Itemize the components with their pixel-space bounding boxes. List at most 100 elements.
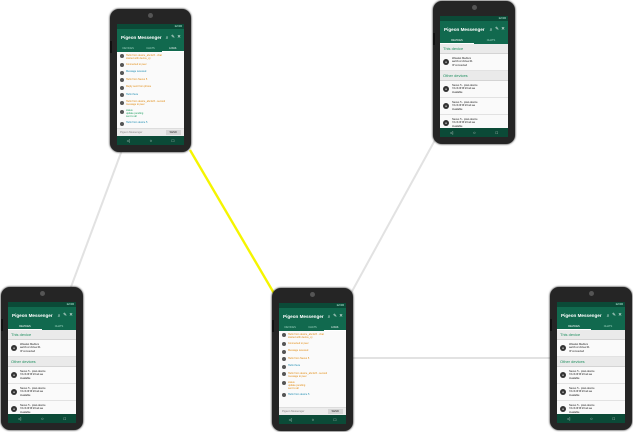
close-icon[interactable]: ✕ <box>339 313 343 318</box>
back-icon[interactable]: ◁ <box>17 416 22 421</box>
chat-item[interactable]: Hello from device_abc123 - chat started … <box>279 331 346 340</box>
chat-item[interactable]: Message received <box>279 348 346 356</box>
edit-icon[interactable]: ✎ <box>171 34 175 39</box>
status-bar: 12:00 <box>279 303 346 308</box>
edit-icon[interactable]: ✎ <box>612 312 616 317</box>
tab-logs[interactable]: LOGS <box>323 324 346 331</box>
bluetooth-search-icon[interactable]: ⌕ <box>606 312 610 318</box>
device-icon: ● <box>443 59 449 65</box>
recents-icon[interactable]: □ <box>333 417 337 422</box>
back-icon[interactable]: ◁ <box>126 138 131 143</box>
chat-text: Hello from device 5 <box>126 121 148 124</box>
device-row-self[interactable]: ●Wavelet Medium aa:bb:cc:dd:ee:01 IP con… <box>440 54 508 71</box>
close-icon[interactable]: ✕ <box>618 312 622 317</box>
chat-item[interactable]: Hello from Nexus 5 <box>279 355 346 363</box>
close-icon[interactable]: ✕ <box>501 26 505 31</box>
recents-icon[interactable]: □ <box>171 138 175 143</box>
chat-item[interactable]: Hello from device 5 <box>117 120 184 128</box>
edit-icon[interactable]: ✎ <box>495 26 499 31</box>
chat-item[interactable]: status update pending sent to all <box>117 108 184 120</box>
status-bar: 12:00 <box>440 16 508 21</box>
chat-text: Hello from device_abc123 - second messag… <box>288 371 328 378</box>
chat-item[interactable]: Hello there <box>117 91 184 99</box>
bluetooth-search-icon[interactable]: ⌕ <box>489 26 493 32</box>
device-row[interactable]: ●Nexus 5 - pixel-device 7d:cb:0f:9f:23:a… <box>440 81 508 98</box>
device-row[interactable]: ●Nexus 5 - pixel-device 7d:cb:0f:9f:23:a… <box>557 367 625 384</box>
device-text: Nexus 5 - pixel-device 7d:cb:0f:9f:23:a1… <box>569 387 595 397</box>
message-input[interactable]: Pigeon Messenger <box>120 131 143 134</box>
tab-chats[interactable]: CHATS <box>54 325 64 328</box>
chat-item[interactable]: Hello from device 5 <box>279 391 346 399</box>
bluetooth-search-icon[interactable]: ⌕ <box>327 313 331 319</box>
chat-item[interactable]: Hello from device_abc123 - second messag… <box>279 370 346 379</box>
back-icon[interactable]: ◁ <box>566 416 571 421</box>
back-icon[interactable]: ◁ <box>449 130 454 135</box>
device-row[interactable]: ●Nexus 5 - pixel-device 7d:cb:0f:9f:23:a… <box>8 367 76 384</box>
avatar-icon <box>282 333 286 337</box>
home-icon[interactable]: ○ <box>41 416 44 421</box>
phone-devices-top-right: 12:00 Pigeon Messenger ⌕ ✎ ✕ DEVICES CHA… <box>433 1 515 144</box>
recents-icon[interactable]: □ <box>495 130 499 135</box>
close-icon[interactable]: ✕ <box>69 312 73 317</box>
tab-logs[interactable]: LOGS <box>161 45 184 52</box>
status-time: 12:00 <box>498 16 506 20</box>
edit-icon[interactable]: ✎ <box>63 312 67 317</box>
home-icon[interactable]: ○ <box>590 416 593 421</box>
app-bar: Pigeon Messenger ⌕ ✎ ✕ <box>557 307 625 323</box>
chat-item[interactable]: Hello there <box>279 363 346 371</box>
device-row-self[interactable]: ●Wavelet Medium aa:bb:cc:dd:ee:01 IP con… <box>8 340 76 357</box>
device-row[interactable]: ●Nexus 5 - pixel-device 7d:cb:0f:9f:23:a… <box>557 401 625 414</box>
device-row-self[interactable]: ●Wavelet Medium aa:bb:cc:dd:ee:01 IP con… <box>557 340 625 357</box>
side-button <box>550 319 552 331</box>
send-button[interactable]: SEND <box>327 409 343 414</box>
chat-item[interactable]: Hello from device_abc123 - chat started … <box>117 52 184 61</box>
tab-devices[interactable]: DEVICES <box>122 47 134 50</box>
send-button[interactable]: SEND <box>165 130 181 135</box>
phone-chat-top: 12:00 Pigeon Messenger ⌕ ✎ ✕ DEVICES CHA… <box>110 9 191 152</box>
recents-icon[interactable]: □ <box>612 416 616 421</box>
home-icon[interactable]: ○ <box>311 417 315 422</box>
chat-text: Hello there <box>288 364 301 367</box>
nav-bar: ◁ ○ □ <box>8 414 76 423</box>
chat-text: Hello from device_abc123 - chat started … <box>126 53 162 60</box>
message-input[interactable]: Pigeon Messenger <box>282 410 305 413</box>
chat-item[interactable]: Reply sent from phone <box>117 84 184 92</box>
home-icon[interactable]: ○ <box>473 130 476 135</box>
speaker <box>471 5 477 10</box>
home-icon[interactable]: ○ <box>149 138 153 143</box>
app-title: Pigeon Messenger <box>121 34 162 40</box>
chat-item[interactable]: Connected to peer <box>279 340 346 348</box>
edit-icon[interactable]: ✎ <box>333 313 337 318</box>
bluetooth-search-icon[interactable]: ⌕ <box>165 34 169 40</box>
tab-chats[interactable]: CHATS <box>146 47 155 50</box>
speaker <box>148 13 153 18</box>
tab-chats[interactable]: CHATS <box>603 325 613 328</box>
device-row[interactable]: ●Nexus 5 - pixel-device 7d:cb:0f:9f:23:a… <box>557 384 625 401</box>
recents-icon[interactable]: □ <box>63 416 67 421</box>
chat-item[interactable]: Hello from device_abc123 - second messag… <box>117 99 184 108</box>
chat-item[interactable]: status update pending sent to all <box>279 379 346 391</box>
bluetooth-search-icon[interactable]: ⌕ <box>57 312 61 318</box>
close-icon[interactable]: ✕ <box>177 34 181 39</box>
device-row[interactable]: ●Nexus 5 - pixel-device 7d:cb:0f:9f:23:a… <box>440 98 508 115</box>
tab-chats[interactable]: CHATS <box>308 326 317 329</box>
tab-devices[interactable]: DEVICES <box>8 323 42 330</box>
device-row[interactable]: ●Nexus 5 - pixel-device 7d:cb:0f:9f:23:a… <box>440 115 508 128</box>
device-icon: ● <box>443 120 449 126</box>
device-text: Nexus 5 - pixel-device 7d:cb:0f:9f:23:a1… <box>452 84 478 94</box>
back-icon[interactable]: ◁ <box>288 417 293 422</box>
status-time: 12:00 <box>615 302 623 306</box>
tab-devices[interactable]: DEVICES <box>557 323 591 330</box>
avatar-icon <box>120 93 124 97</box>
device-text: Wavelet Medium aa:bb:cc:dd:ee:01 IP conn… <box>452 57 473 67</box>
chat-text: Hello from device_abc123 - second messag… <box>126 100 166 106</box>
chat-item[interactable]: Hello from Nexus 5 <box>117 76 184 84</box>
device-row[interactable]: ●Nexus 5 - pixel-device 7d:cb:0f:9f:23:a… <box>8 401 76 414</box>
chat-item[interactable]: Message received <box>117 69 184 77</box>
device-row[interactable]: ●Nexus 5 - pixel-device 7d:cb:0f:9f:23:a… <box>8 384 76 401</box>
chat-item[interactable]: Connected to peer <box>117 61 184 69</box>
tab-devices[interactable]: DEVICES <box>440 37 474 44</box>
tab-devices[interactable]: DEVICES <box>284 326 296 329</box>
tab-chats[interactable]: CHATS <box>486 39 496 42</box>
